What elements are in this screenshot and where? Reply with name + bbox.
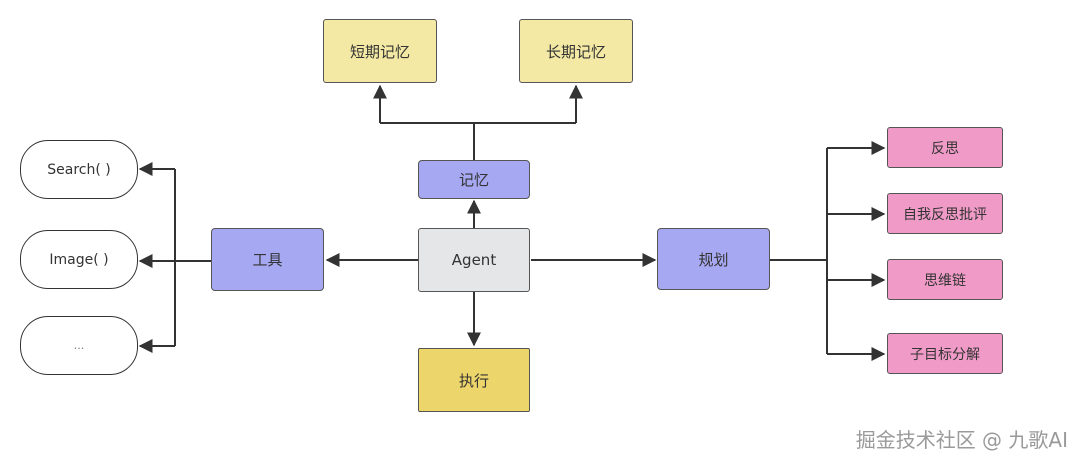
tool-item-label: Search( ) <box>47 161 111 178</box>
watermark: 掘金技术社区 @ 九歌AI <box>855 428 1068 452</box>
action-label: 执行 <box>458 371 489 390</box>
planning-item-label: 反思 <box>931 140 959 157</box>
memory-label: 记忆 <box>458 171 489 189</box>
planning-item-self-critique: 自我反思批评 <box>887 193 1003 234</box>
agent-node: Agent <box>418 228 530 292</box>
tools-node: 工具 <box>211 228 324 291</box>
memory-node: 记忆 <box>418 160 530 199</box>
tool-item-label: ... <box>73 339 85 352</box>
planning-item-label: 思维链 <box>924 272 966 289</box>
planning-item-label: 自我反思批评 <box>903 206 987 223</box>
agent-label: Agent <box>451 251 497 269</box>
planning-item-label: 子目标分解 <box>910 346 980 363</box>
planning-node: 规划 <box>657 228 770 290</box>
tool-item-image: Image( ) <box>20 230 138 289</box>
action-node: 执行 <box>418 348 530 412</box>
planning-item-chain-of-thought: 思维链 <box>887 259 1003 300</box>
short-term-memory-node: 短期记忆 <box>323 19 437 83</box>
planning-item-subgoal: 子目标分解 <box>887 333 1003 374</box>
tool-item-search: Search( ) <box>20 140 138 199</box>
long-term-memory-label: 长期记忆 <box>545 42 606 61</box>
short-term-memory-label: 短期记忆 <box>349 42 410 61</box>
tool-item-label: Image( ) <box>49 251 109 268</box>
tools-label: 工具 <box>252 251 283 269</box>
long-term-memory-node: 长期记忆 <box>519 19 633 83</box>
planning-label: 规划 <box>698 250 729 269</box>
tool-item-more: ... <box>20 316 138 375</box>
planning-item-reflection: 反思 <box>887 127 1003 168</box>
